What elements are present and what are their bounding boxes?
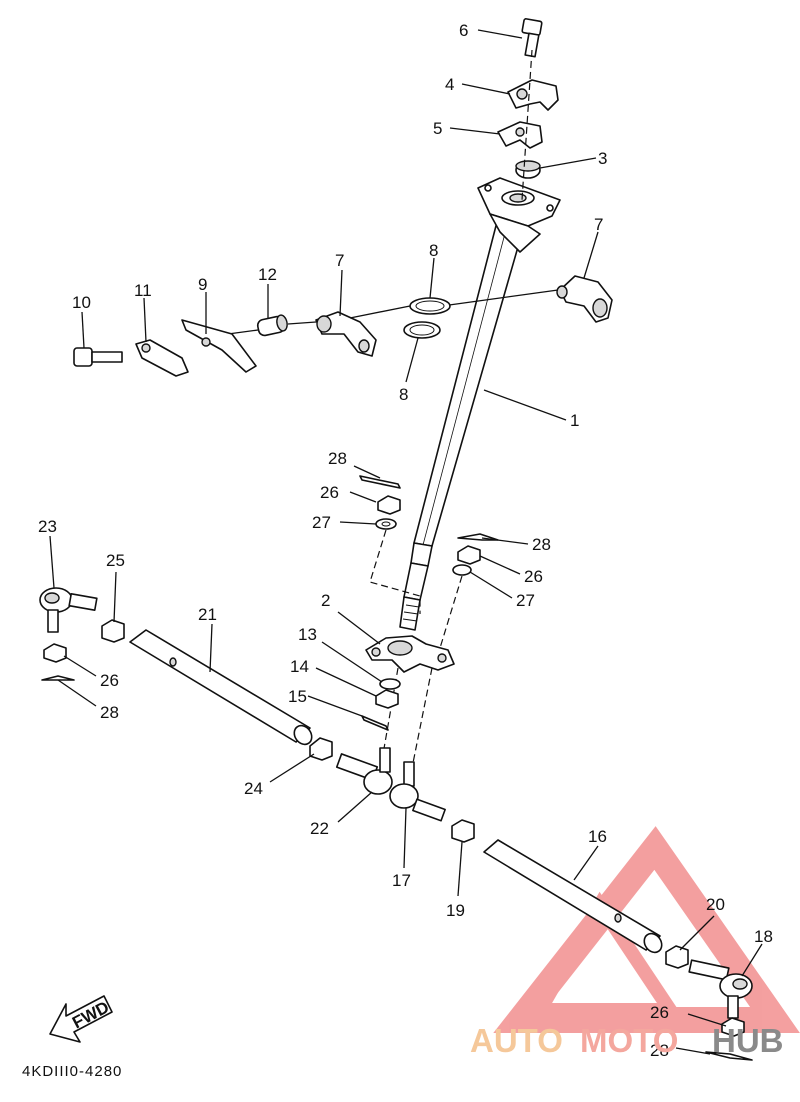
part-label-23: 23 (38, 517, 57, 536)
part-label-4: 4 (445, 75, 454, 94)
part-label-5: 5 (433, 119, 442, 138)
ball-joint-17 (389, 761, 446, 822)
watermark-moto: MOTO (580, 1022, 678, 1059)
part-label-15: 15 (288, 687, 307, 706)
nut-26-lower-right (721, 1017, 745, 1037)
part-label-18: 18 (754, 927, 773, 946)
part-label-28-right: 28 (532, 535, 551, 554)
part-label-2: 2 (321, 591, 330, 610)
part-label-3: 3 (598, 149, 607, 168)
cotter-pin-15 (361, 715, 389, 731)
part-label-11: 11 (134, 281, 152, 300)
arm-9 (181, 319, 257, 373)
lock-plate-11 (135, 339, 189, 377)
steering-column (399, 177, 561, 631)
part-label-28-upper: 28 (328, 449, 347, 468)
washer-27-right (452, 564, 472, 576)
watermark-text: AUTO MOTO HUB (470, 1022, 784, 1059)
leader-lines (49, 29, 763, 1055)
nut-20 (665, 945, 689, 969)
nut-24 (309, 737, 333, 761)
bushing-3 (515, 160, 541, 179)
part-label-21: 21 (198, 605, 217, 624)
part-label-26-upper: 26 (320, 483, 339, 502)
watermark-logo (493, 826, 800, 1033)
clamp-5 (497, 121, 543, 149)
tie-rod-21 (129, 629, 313, 746)
part-label-28-lower-right: 28 (650, 1041, 669, 1060)
part-label-27-right: 27 (516, 591, 535, 610)
nut-19 (451, 819, 475, 843)
part-label-13: 13 (298, 625, 317, 644)
part-label-10: 10 (72, 293, 91, 312)
part-label-22: 22 (310, 819, 329, 838)
watermark-auto: AUTO (470, 1022, 563, 1059)
part-label-27-upper: 27 (312, 513, 331, 532)
bracket-7-right (556, 275, 613, 323)
part-label-17: 17 (392, 871, 411, 890)
part-label-25: 25 (106, 551, 125, 570)
part-label-14: 14 (290, 657, 309, 676)
ring-8-lower (403, 321, 441, 339)
ball-joint-22 (335, 747, 393, 795)
part-label-8-lower: 8 (399, 385, 408, 404)
drawing-code: 4KDIII0-4280 (22, 1063, 122, 1080)
collar-12 (256, 314, 288, 337)
part-label-20: 20 (706, 895, 725, 914)
part-label-26-right: 26 (524, 567, 543, 586)
part-labels: 6 4 5 3 7 8 7 12 9 11 10 8 1 28 26 27 28… (38, 21, 773, 1060)
bolt-6 (521, 18, 543, 58)
cotter-pin-28-lower-right (705, 1051, 753, 1061)
fwd-arrow-icon: FWD (49, 995, 113, 1043)
part-label-16: 16 (588, 827, 607, 846)
pitman-arm-2 (365, 635, 455, 673)
part-label-12: 12 (258, 265, 277, 284)
clamp-4 (507, 79, 559, 111)
part-label-24: 24 (244, 779, 263, 798)
washer-27-upper (375, 518, 397, 530)
part-label-6: 6 (459, 21, 468, 40)
nut-14 (375, 689, 399, 709)
nut-26-right (457, 545, 481, 565)
watermark-hub: HUB (712, 1022, 784, 1059)
tie-rod-end-23 (39, 587, 98, 633)
part-label-26-left: 26 (100, 671, 119, 690)
tie-rod-end-18 (688, 959, 753, 1019)
part-label-7-right: 7 (594, 215, 603, 234)
cotter-pin-28-left (41, 675, 75, 681)
cotter-pin-28-upper (359, 475, 401, 489)
washer-13 (379, 678, 401, 690)
part-label-8-upper: 8 (429, 241, 438, 260)
part-label-7-left: 7 (335, 251, 344, 270)
part-label-1: 1 (570, 411, 579, 430)
part-label-9: 9 (198, 275, 207, 294)
ring-8-upper (409, 297, 451, 315)
part-label-28-left: 28 (100, 703, 119, 722)
bolt-10 (73, 347, 123, 367)
nut-26-upper (377, 495, 401, 515)
bracket-7-left (315, 311, 377, 357)
nut-25 (101, 619, 125, 643)
part-label-19: 19 (446, 901, 465, 920)
part-label-26-lower-right: 26 (650, 1003, 669, 1022)
nut-26-left (43, 643, 67, 663)
tie-rod-16 (483, 839, 663, 954)
